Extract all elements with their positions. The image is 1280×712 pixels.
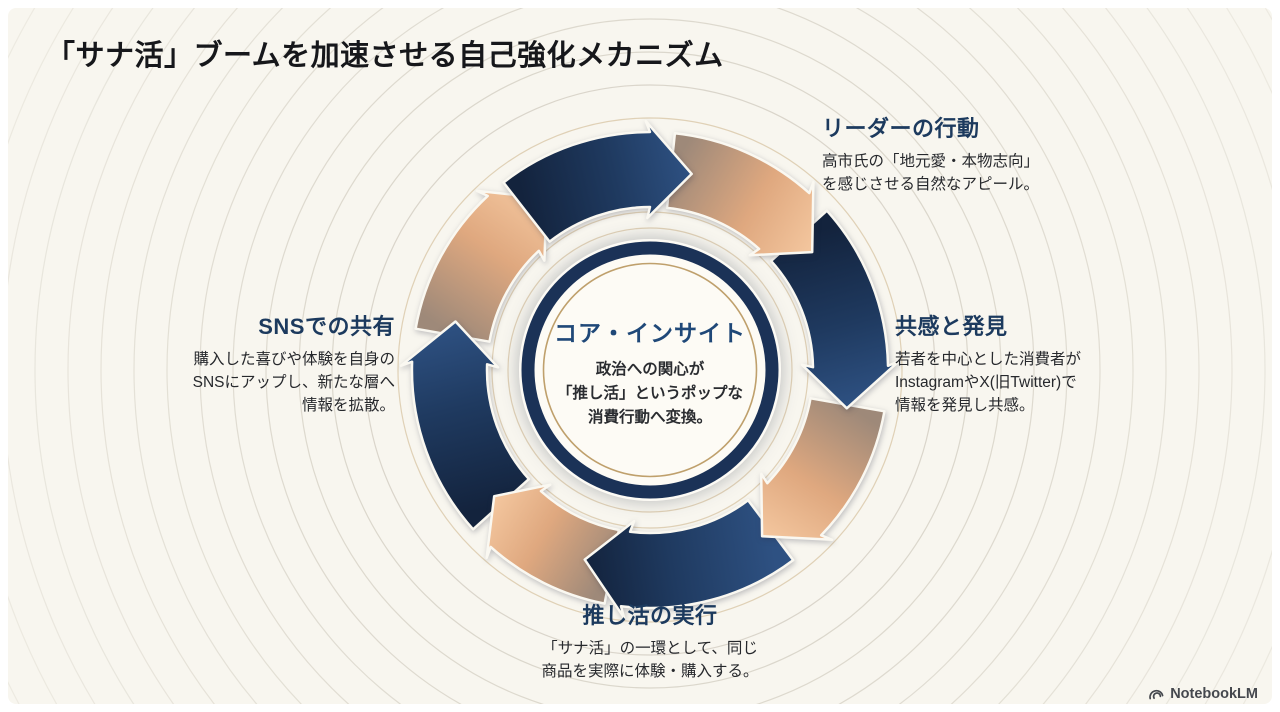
step-discovery: 共感と発見 若者を中心とした消費者が InstagramやX(旧Twitter)…	[895, 309, 1081, 417]
page-title: 「サナ活」ブームを加速させる自己強化メカニズム	[46, 40, 724, 72]
step-sns: SNSでの共有 購入した喜びや体験を自身の SNSにアップし、新たな層へ 情報を…	[110, 309, 395, 417]
step-sns-line: 購入した喜びや体験を自身の	[193, 351, 395, 368]
core-insight-line: 消費行動へ変換。	[587, 409, 712, 426]
notebooklm-logo-icon	[1148, 686, 1164, 702]
notebooklm-brand-text: NotebookLM	[1170, 686, 1258, 702]
core-insight-line: 「推し活」というポップな	[556, 385, 743, 402]
step-leader: リーダーの行動 高市氏の「地元愛・本物志向」 を感じさせる自然なアピール。	[822, 111, 1039, 196]
step-oshikatsu: 推し活の実行 「サナ活」の一環として、同じ 商品を実際に体験・購入する。	[460, 598, 840, 683]
step-oshikatsu-line: 商品を実際に体験・購入する。	[541, 663, 759, 680]
step-discovery-line: 若者を中心とした消費者が	[895, 351, 1082, 368]
notebooklm-watermark: NotebookLM	[1148, 686, 1258, 702]
step-sns-line: SNSにアップし、新たな層へ	[192, 374, 395, 391]
core-insight: コア・インサイト 政治への関心が 「推し活」というポップな 消費行動へ変換。	[520, 314, 780, 430]
core-insight-heading: コア・インサイト	[554, 320, 746, 346]
step-sns-line: 情報を拡散。	[301, 397, 395, 414]
step-leader-line: 高市氏の「地元愛・本物志向」	[822, 153, 1040, 170]
core-insight-line: 政治への関心が	[595, 361, 705, 378]
step-discovery-line: 情報を発見し共感。	[895, 397, 1035, 414]
step-discovery-line: InstagramやX(旧Twitter)で	[895, 374, 1077, 391]
step-oshikatsu-heading: 推し活の実行	[582, 603, 718, 628]
step-oshikatsu-line: 「サナ活」の一環として、同じ	[542, 640, 758, 657]
step-leader-heading: リーダーの行動	[822, 116, 980, 141]
step-discovery-heading: 共感と発見	[895, 314, 1008, 339]
step-leader-line: を感じさせる自然なアピール。	[822, 176, 1040, 193]
step-sns-heading: SNSでの共有	[258, 314, 395, 339]
